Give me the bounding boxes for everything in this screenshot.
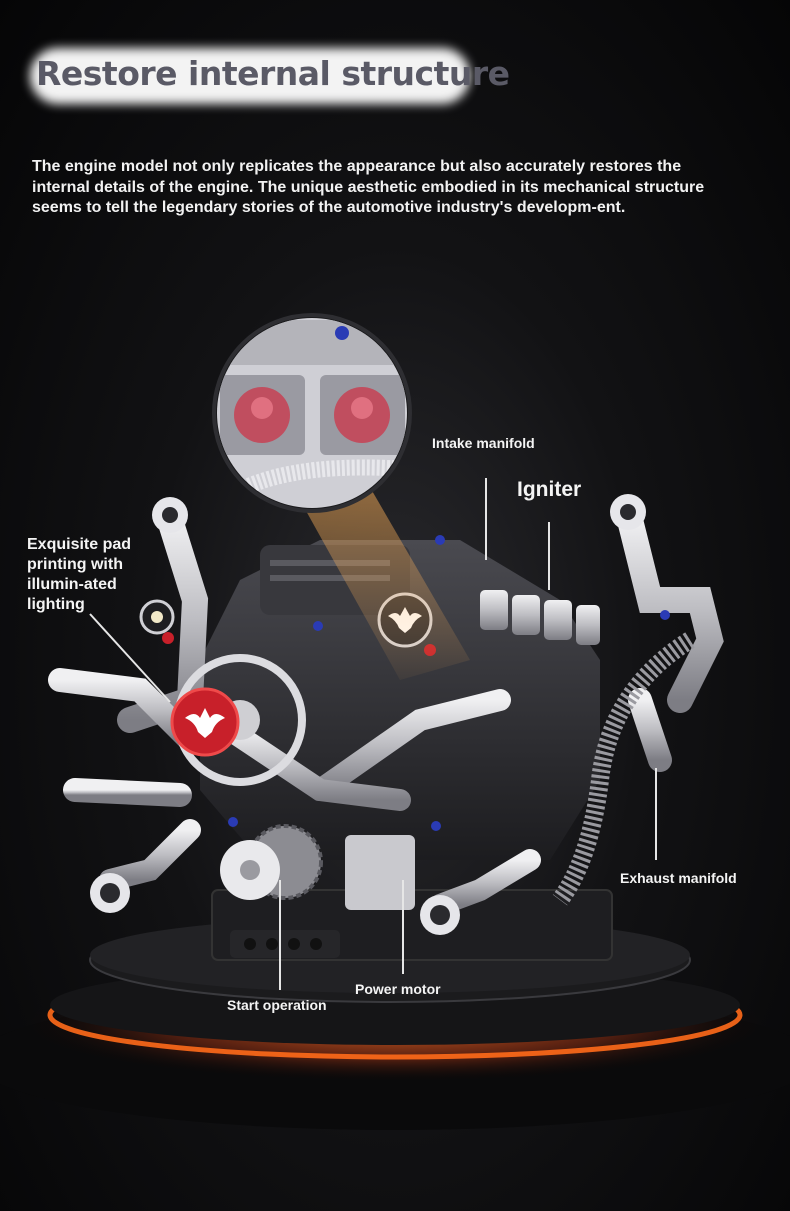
- title-highlight: [30, 48, 470, 104]
- callout-igniter: Igniter: [517, 478, 582, 501]
- intro-paragraph: The engine model not only replicates the…: [32, 158, 705, 216]
- leader-lines: [89, 478, 657, 990]
- callout-exhaust-manifold: Exhaust manifold: [620, 870, 737, 886]
- bat-emblem-icon: [185, 708, 225, 738]
- callout-power-motor: Power motor: [355, 981, 441, 997]
- page-title: Restore internal structure: [36, 54, 510, 93]
- callout-start-operation: Start operation: [227, 997, 327, 1013]
- engine-model: [48, 494, 724, 961]
- zoom-beam: [300, 470, 470, 680]
- zoom-inset: [212, 313, 412, 513]
- callout-intake-manifold: Intake manifold: [432, 435, 535, 451]
- callout-pad-printing: Exquisite pad printing with illumin-ated…: [27, 536, 132, 613]
- leader-pad-printing: [89, 613, 171, 703]
- title-block: Restore internal structure: [30, 48, 510, 108]
